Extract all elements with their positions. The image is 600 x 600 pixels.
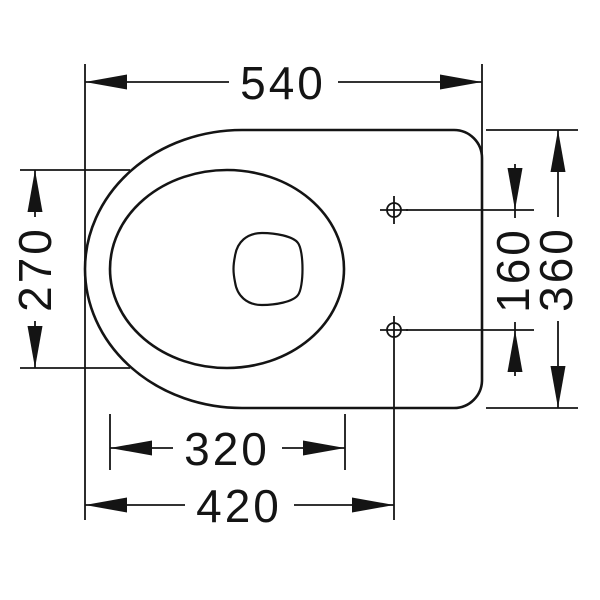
arrowhead-down: [27, 326, 43, 368]
arrowhead-right: [303, 440, 345, 456]
dim-label-360: 360: [530, 226, 582, 312]
dim-label-420: 420: [196, 480, 282, 532]
label-backing: [491, 218, 535, 322]
arrowhead-down: [507, 168, 523, 210]
label-backing: [185, 483, 294, 527]
arrowhead-up: [507, 330, 523, 372]
dimension-160: 160: [406, 164, 539, 376]
dim-label-160: 160: [487, 227, 539, 313]
arrowhead-up: [550, 130, 566, 172]
arrowhead-right: [352, 497, 394, 513]
arrowhead-down: [550, 366, 566, 408]
dim-label-270: 270: [9, 226, 61, 312]
arrowhead-left: [110, 440, 152, 456]
arrowhead-left: [85, 74, 127, 90]
dimension-360: 360: [486, 129, 582, 409]
dim-label-320: 320: [184, 423, 270, 475]
dimension-320: 320: [109, 414, 346, 475]
label-backing: [173, 426, 282, 470]
arrowhead-right: [440, 74, 482, 90]
arrowhead-up: [27, 170, 43, 212]
dimension-420: 420: [85, 344, 395, 532]
label-backing: [229, 60, 338, 104]
bowl-inner-rim: [108, 168, 346, 370]
mounting-hole-bottom-icon: [380, 316, 408, 344]
arrowhead-left: [85, 497, 127, 513]
label-backing: [13, 217, 57, 321]
toilet-bowl-outline: [83, 128, 484, 410]
mounting-hole-top-icon: [380, 196, 408, 224]
dimension-270: 270: [9, 169, 130, 369]
dim-label-540: 540: [240, 57, 326, 109]
label-backing: [534, 217, 578, 321]
bowl-drain-shape: [232, 231, 304, 307]
dimension-540: 540: [84, 57, 483, 520]
